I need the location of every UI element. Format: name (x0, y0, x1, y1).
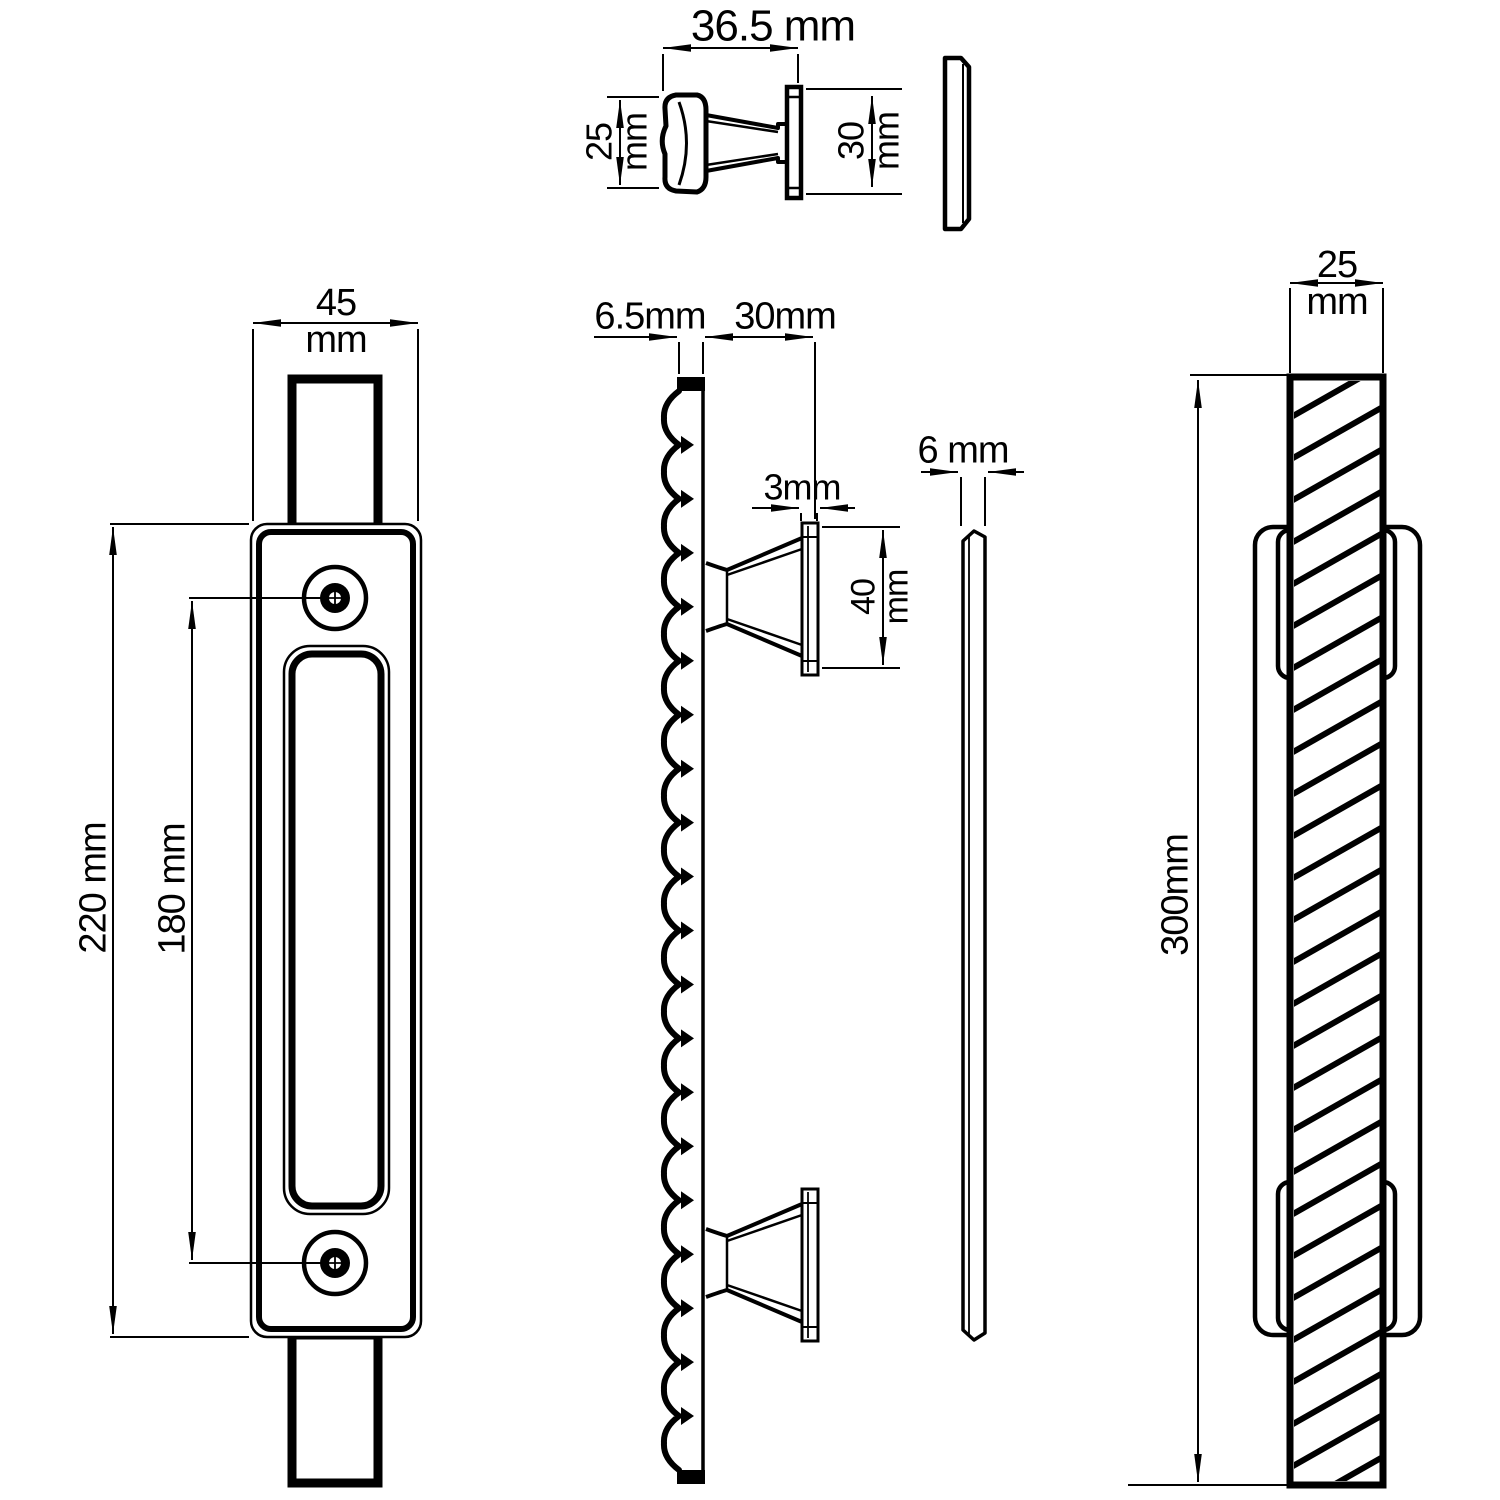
knob-cover-plate (942, 55, 972, 232)
knob-side-view (607, 44, 972, 232)
knob-head (659, 92, 709, 195)
finger-recess-outer (282, 644, 391, 1216)
screw-hole-top (301, 564, 369, 632)
dim-cover-thickness: 6 mm (917, 429, 1010, 472)
grip-bar-hatching (1294, 381, 1380, 1481)
handle-side-dimensions (594, 333, 1024, 669)
dim-pad-height: 40 mm (844, 569, 916, 625)
dim-pull-hole-spacing: 180 mm (151, 823, 194, 955)
flush-pull-dimensions (109, 319, 419, 1338)
dim-knob-width: 36.5 mm (690, 1, 856, 51)
knob-base-plate (784, 84, 804, 201)
dim-plate-thickness: 6.5mm (594, 295, 706, 338)
dim-bar-width: 25 mm (1306, 243, 1368, 323)
latch-bar-top (287, 374, 383, 532)
handle-front-dimensions (1128, 279, 1384, 1486)
dim-pad-thickness: 3mm (763, 466, 842, 508)
dim-bar-length: 300mm (1154, 834, 1197, 956)
latch-bar-bottom (287, 1330, 383, 1488)
flush-pull-front-view (109, 319, 423, 1488)
handle-plate-texture-teeth (681, 435, 694, 1425)
cover-plate-side (961, 529, 987, 1342)
dim-knob-head-height: 25 mm (578, 113, 655, 171)
standoff-post-top (705, 521, 820, 677)
dim-pull-length: 220 mm (72, 822, 115, 954)
standoff-post-bottom (705, 1187, 820, 1343)
dim-standoff-depth: 30mm (734, 295, 837, 338)
dim-pull-width: 45 mm (305, 281, 367, 361)
handle-plate-textured-edge (660, 388, 682, 1473)
knob-dimensions (607, 44, 902, 195)
handle-front-view (1128, 279, 1423, 1489)
dim-knob-base-height: 30 mm (830, 112, 907, 170)
flush-pull-body-inner (256, 529, 416, 1332)
handle-side-view (594, 333, 1024, 1484)
finger-recess-inner (288, 650, 385, 1210)
